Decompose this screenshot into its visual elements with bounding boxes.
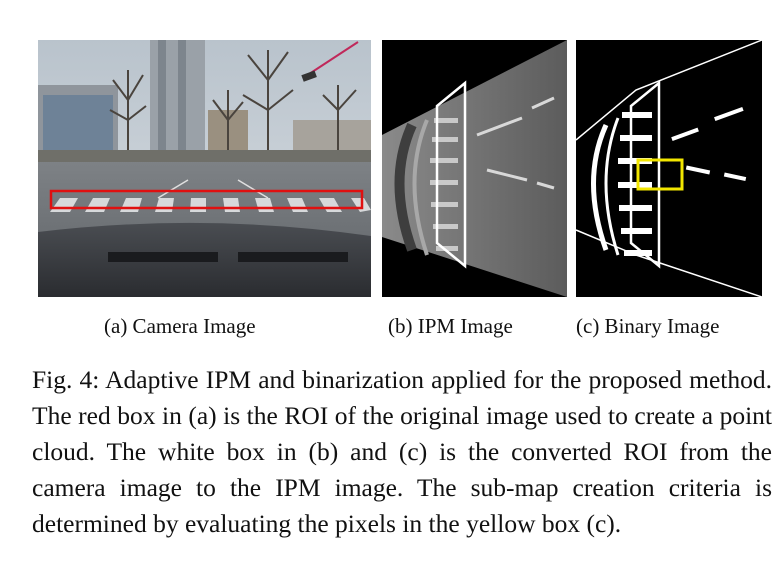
binary-image-panel bbox=[576, 40, 762, 297]
camera-image-panel bbox=[38, 40, 371, 297]
subfigure-caption-b: (b) IPM Image bbox=[388, 314, 513, 338]
criteria-box bbox=[636, 158, 684, 191]
converted-roi-box bbox=[629, 80, 661, 269]
figure-caption: Fig. 4: Adaptive IPM and binarization ap… bbox=[32, 365, 772, 538]
subfigure-caption-a: (a) Camera Image bbox=[104, 314, 256, 338]
camera-image bbox=[38, 40, 371, 297]
subfigure-caption-c: (c) Binary Image bbox=[576, 314, 720, 338]
roi-box bbox=[49, 189, 364, 210]
binary-image bbox=[576, 40, 762, 297]
converted-roi-box bbox=[435, 80, 467, 269]
ipm-image bbox=[382, 40, 567, 297]
ipm-image-panel bbox=[382, 40, 567, 297]
